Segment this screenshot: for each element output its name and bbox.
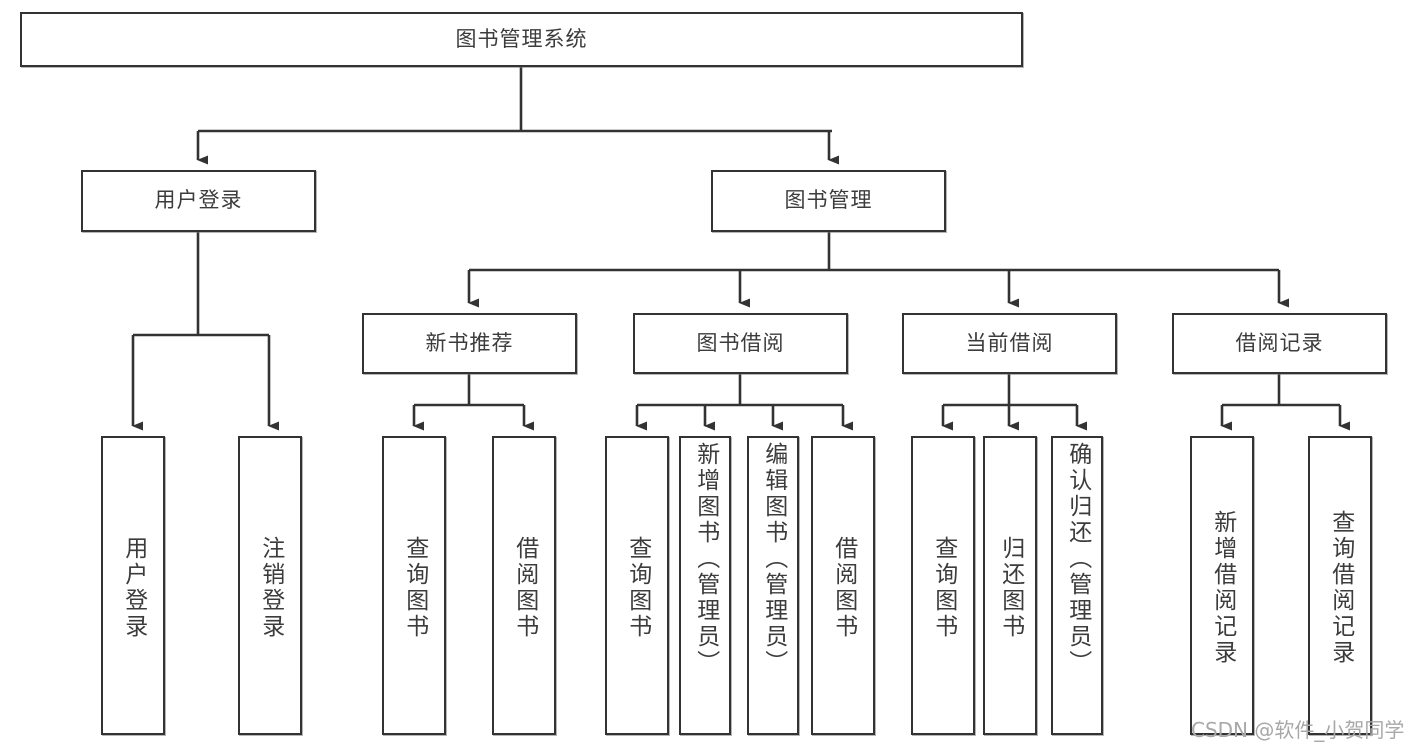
csdn-watermark: CSDN @软件_小贺同学 xyxy=(1191,718,1405,742)
connector-userlogin-to-leaves xyxy=(131,232,279,431)
leaf-new-book-query-books[interactable]: 查询图书 xyxy=(382,436,446,735)
node-root-book-management-system[interactable]: 图书管理系统 xyxy=(20,12,1023,67)
node-label: 查询图书 xyxy=(401,535,428,640)
connector-record-to-leaves xyxy=(1220,374,1350,431)
node-book-borrowing[interactable]: 图书借阅 xyxy=(633,313,848,374)
node-label: 查询借阅记录 xyxy=(1327,509,1354,666)
node-label: 注销登录 xyxy=(257,535,284,640)
node-label: 借阅图书 xyxy=(830,535,857,640)
node-label: 查询图书 xyxy=(624,535,651,640)
connector-borrow-to-leaves xyxy=(635,374,853,431)
leaf-borrow-add-book-admin[interactable]: 新增图书（管理员） xyxy=(679,436,731,735)
node-label: 用户登录 xyxy=(154,188,243,213)
node-label: 归还图书 xyxy=(997,535,1024,640)
node-label: 借阅图书 xyxy=(511,535,538,640)
node-book-management[interactable]: 图书管理 xyxy=(711,170,946,232)
leaf-current-query-books[interactable]: 查询图书 xyxy=(911,436,975,735)
node-borrowing-record[interactable]: 借阅记录 xyxy=(1172,313,1387,374)
node-label: 图书借阅 xyxy=(696,330,785,355)
node-label: 图书管理 xyxy=(784,188,873,213)
leaf-user-login-login[interactable]: 用户登录 xyxy=(101,436,165,735)
node-new-book-recommendation[interactable]: 新书推荐 xyxy=(362,313,577,374)
leaf-record-add-borrow-record[interactable]: 新增借阅记录 xyxy=(1190,436,1254,735)
node-label: 新增图书（管理员） xyxy=(692,442,719,676)
connector-root-to-level2 xyxy=(196,67,839,165)
leaf-borrow-borrow-books[interactable]: 借阅图书 xyxy=(811,436,875,735)
node-label: 查询图书 xyxy=(930,535,957,640)
leaf-borrow-query-books[interactable]: 查询图书 xyxy=(605,436,669,735)
node-label: 图书管理系统 xyxy=(455,26,588,51)
leaf-current-confirm-return-admin[interactable]: 确认归还（管理员） xyxy=(1051,436,1103,735)
node-label: 新增借阅记录 xyxy=(1209,509,1236,666)
node-label: 用户登录 xyxy=(120,535,147,640)
leaf-record-query-borrow-record[interactable]: 查询借阅记录 xyxy=(1308,436,1372,735)
leaf-borrow-edit-book-admin[interactable]: 编辑图书（管理员） xyxy=(747,436,799,735)
connector-current-to-leaves xyxy=(941,374,1087,431)
leaf-user-login-logout[interactable]: 注销登录 xyxy=(238,436,302,735)
node-label: 确认归还（管理员） xyxy=(1064,442,1091,676)
connector-bookmgmt-to-level3 xyxy=(467,232,1289,308)
node-label: 新书推荐 xyxy=(425,330,514,355)
node-current-borrowing[interactable]: 当前借阅 xyxy=(902,313,1117,374)
leaf-new-book-borrow-books[interactable]: 借阅图书 xyxy=(492,436,556,735)
leaf-current-return-books[interactable]: 归还图书 xyxy=(983,436,1037,735)
node-label: 当前借阅 xyxy=(965,330,1054,355)
node-label: 借阅记录 xyxy=(1235,330,1324,355)
node-label: 编辑图书（管理员） xyxy=(760,442,787,676)
node-user-login[interactable]: 用户登录 xyxy=(81,170,316,232)
connector-newbook-to-leaves xyxy=(412,374,534,431)
